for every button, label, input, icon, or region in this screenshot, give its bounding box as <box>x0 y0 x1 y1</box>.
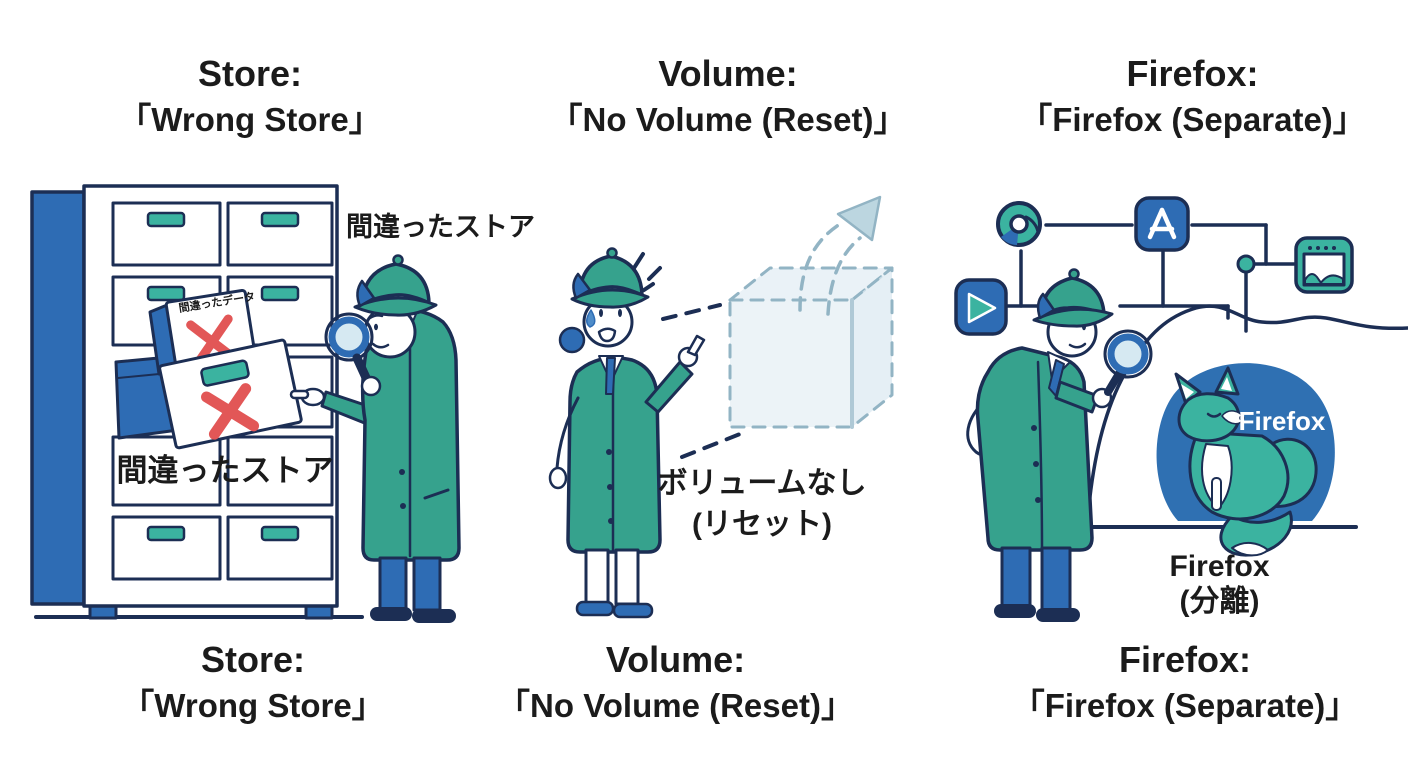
no-volume-label-line2: (リセット) <box>692 507 832 541</box>
firefox-caption: Firefox: 「Firefox (Separate)」 <box>975 636 1395 728</box>
wrong-store-drawer-label: 間違ったストア <box>116 453 334 488</box>
hair-bun <box>558 326 586 354</box>
browser-window-icon <box>1294 236 1354 294</box>
app-store-icon <box>1134 196 1190 252</box>
store-panel-illustration <box>30 184 461 623</box>
detective-volume <box>548 247 706 619</box>
volume-heading: Volume: 「No Volume (Reset)」 <box>518 50 938 142</box>
firefox-heading-line2: 「Firefox (Separate)」 <box>1019 101 1366 139</box>
drawer-handles <box>146 211 300 542</box>
store-heading-line1: Store: <box>197 53 302 94</box>
no-volume-label-line1: ボリュームなし <box>657 467 867 500</box>
raised-arm <box>644 334 706 414</box>
magnifying-glass-icon <box>324 312 382 397</box>
firefox-heading-line1: Firefox: <box>1126 53 1259 94</box>
wrong-store-floating-label: 間違ったストア <box>346 212 535 242</box>
firefox-separate-line1: Firefox <box>1169 550 1270 583</box>
cave-outline <box>1085 304 1408 529</box>
firefox-separate-line2: (分離) <box>1179 585 1260 619</box>
volume-caption: Volume: 「No Volume (Reset)」 <box>468 636 883 728</box>
store-caption-line2: 「Wrong Store」 <box>121 687 385 725</box>
magnifying-glass-icon <box>1103 329 1153 379</box>
cabinet-side-panel <box>30 190 86 606</box>
volume-caption-line2: 「No Volume (Reset)」 <box>497 687 854 725</box>
escape-arrow-icon <box>798 195 882 316</box>
pointer-dashes <box>661 303 742 459</box>
wrong-store-envelope <box>158 338 303 450</box>
deerstalker-hat <box>1032 268 1114 328</box>
app-network <box>954 196 1354 336</box>
volume-heading-line1: Volume: <box>658 53 798 94</box>
filing-cabinet <box>30 184 339 620</box>
chrome-browser-icon <box>996 201 1042 247</box>
detective-store <box>289 254 461 623</box>
legs <box>370 556 456 623</box>
store-heading-line2: 「Wrong Store」 <box>118 101 382 139</box>
drawer-grid <box>111 201 334 581</box>
store-caption-line1: Store: <box>200 639 305 680</box>
legs <box>994 546 1080 622</box>
firefox-caption-line2: 「Firefox (Separate)」 <box>1011 687 1359 725</box>
ghost-cube <box>728 266 894 429</box>
volume-panel-illustration <box>548 195 894 619</box>
firefox-heading: Firefox: 「Firefox (Separate)」 <box>980 50 1405 142</box>
no-volume-label: ボリュームなし (リセット) <box>612 464 912 545</box>
sweat-drop-icon <box>586 309 596 328</box>
play-store-icon <box>954 278 1008 336</box>
store-caption: Store: 「Wrong Store」 <box>58 636 448 728</box>
shirt-and-tie <box>1047 351 1071 397</box>
alert-marks <box>632 252 662 292</box>
red-x-icon <box>201 383 260 440</box>
legs <box>575 548 654 619</box>
detective-firefox <box>966 268 1153 622</box>
face-features <box>368 314 390 349</box>
firefox-separate-label: Firefox (分離) <box>1112 549 1327 620</box>
coat <box>975 346 1094 552</box>
firefox-fox-icon <box>1174 366 1318 557</box>
deerstalker-hat <box>570 247 650 309</box>
firefox-panel-illustration <box>954 196 1408 622</box>
volume-heading-line2: 「No Volume (Reset)」 <box>549 101 907 139</box>
deerstalker-hat <box>353 254 438 317</box>
network-node <box>1236 254 1256 274</box>
cave-firefox-label: Firefox <box>1238 406 1326 436</box>
connector-lines <box>1004 223 1296 333</box>
firefox-caption-line1: Firefox: <box>1118 639 1251 680</box>
shirt-and-tie <box>598 355 624 395</box>
volume-caption-line1: Volume: <box>605 639 746 680</box>
store-heading: Store: 「Wrong Store」 <box>55 50 445 142</box>
fox-cave <box>1156 363 1335 557</box>
